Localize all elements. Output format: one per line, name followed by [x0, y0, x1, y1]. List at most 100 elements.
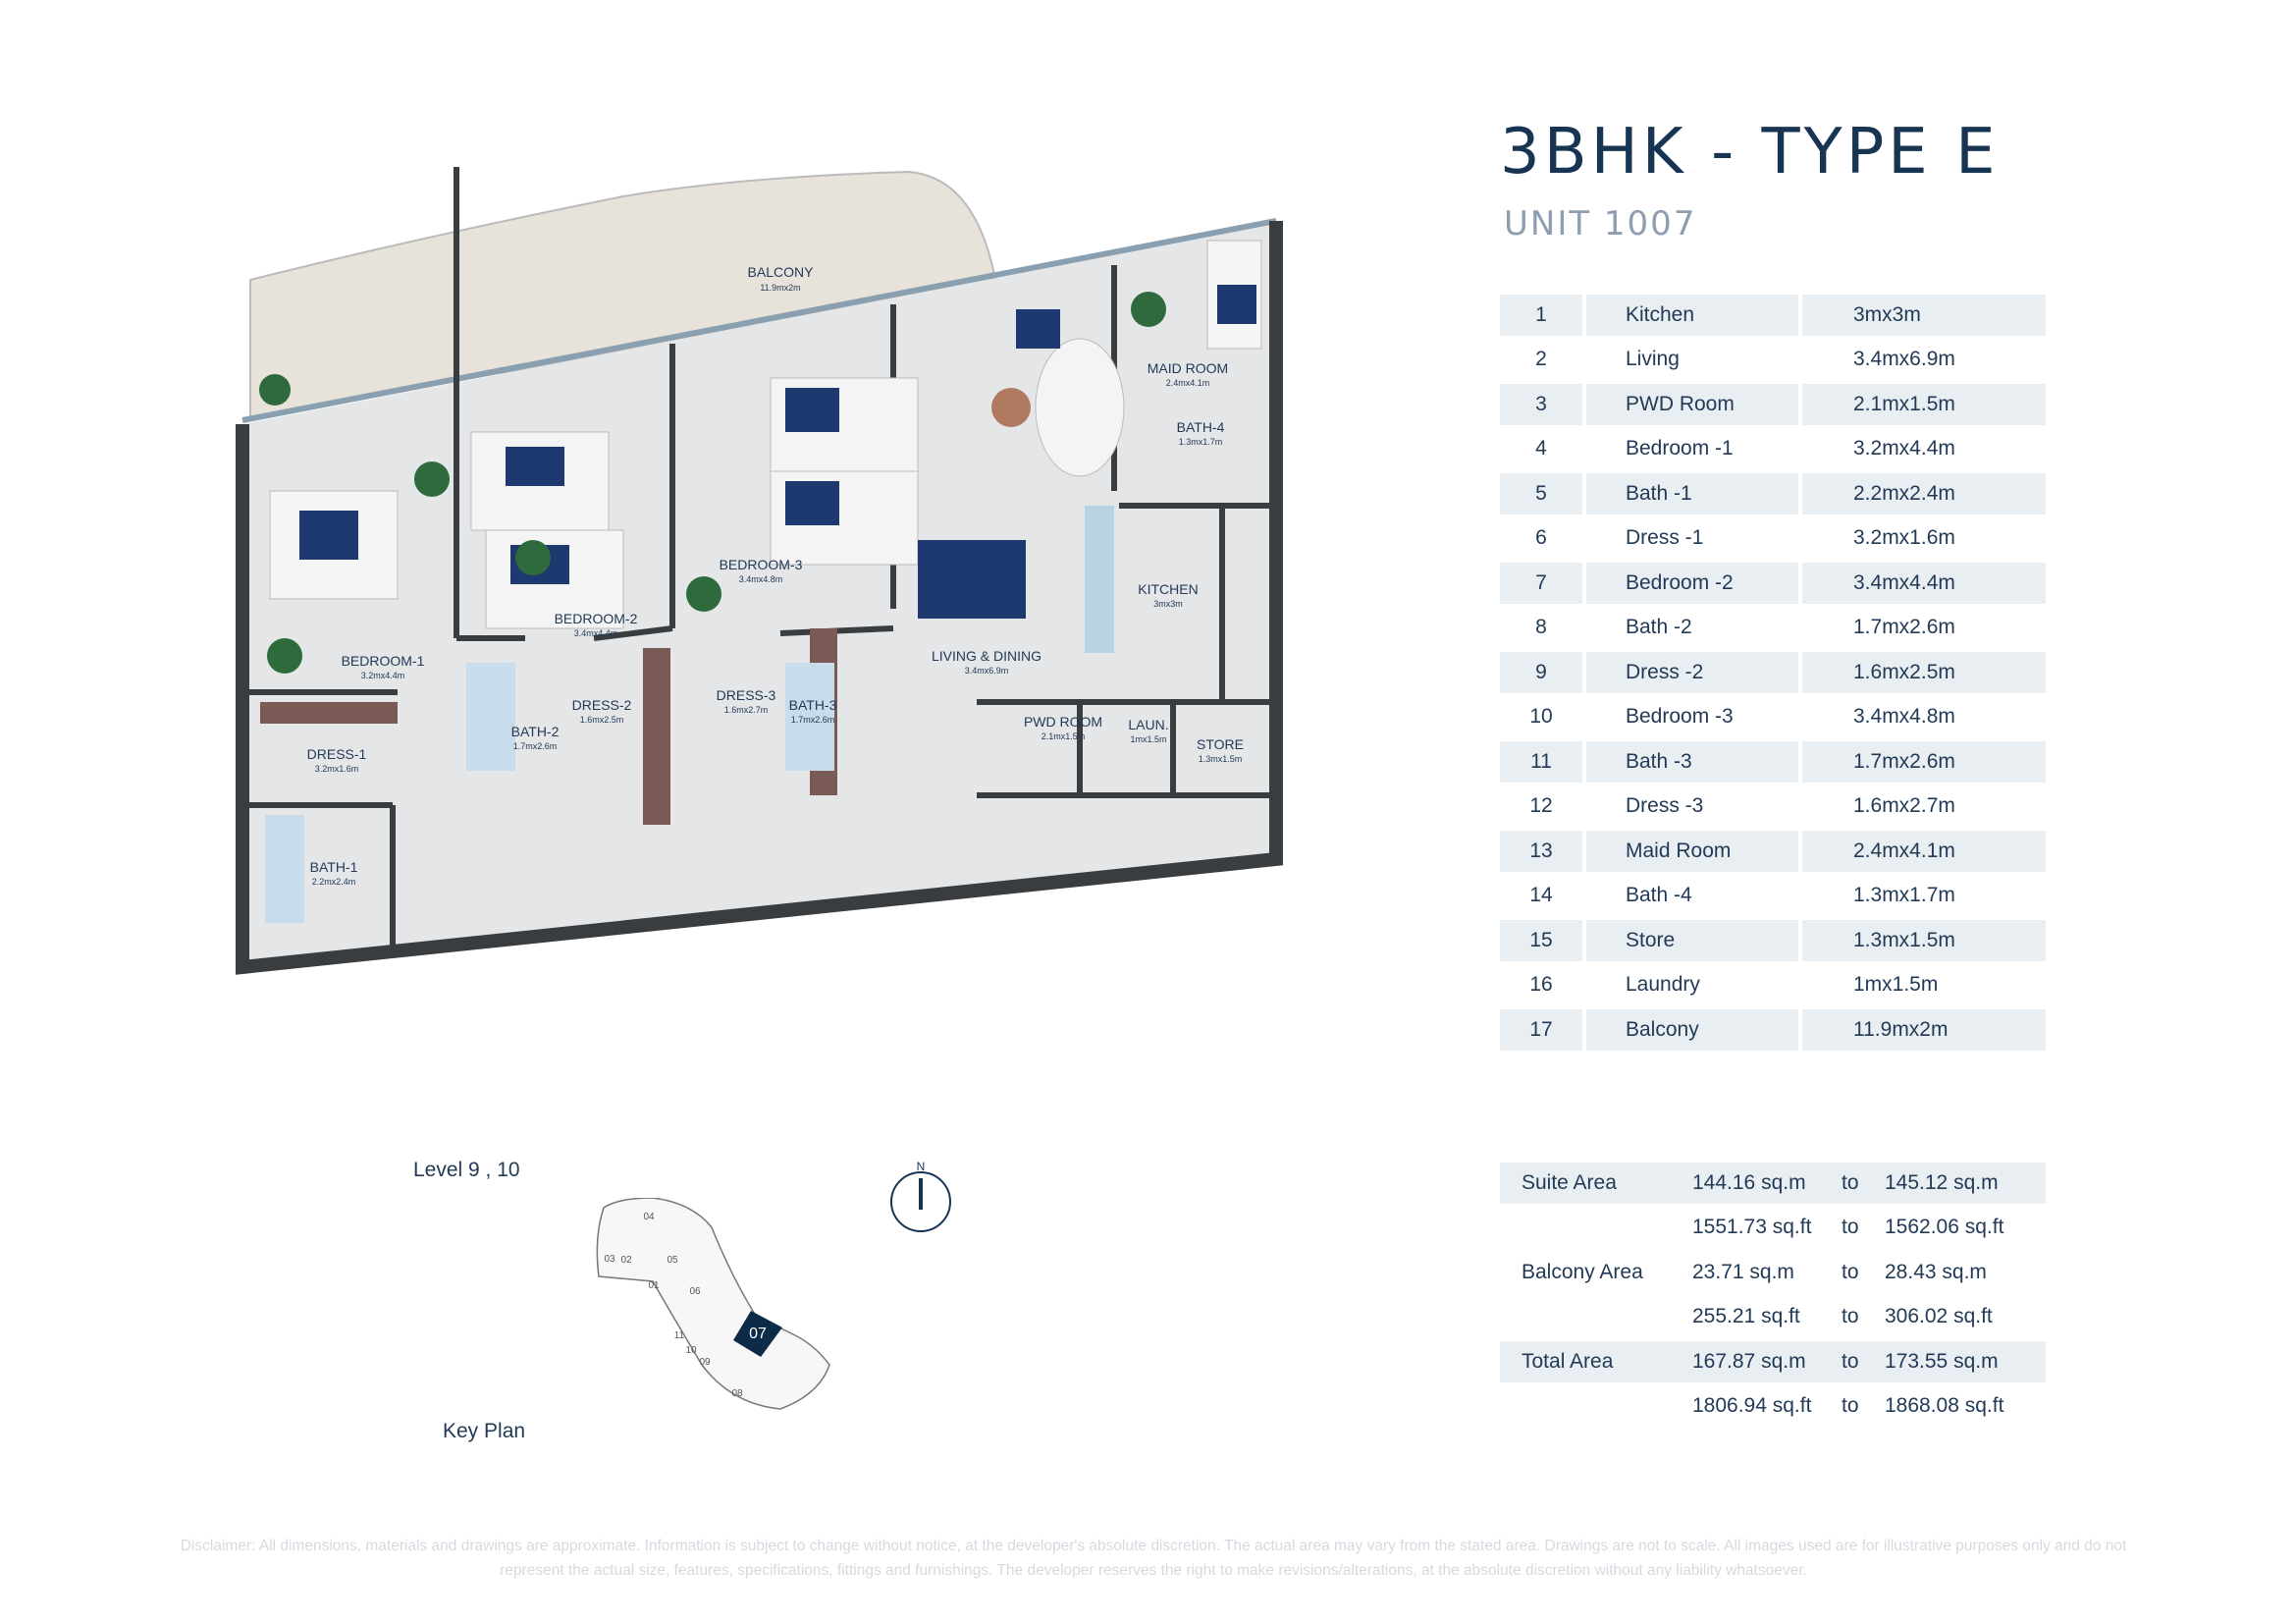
key-plan-label: Key Plan — [443, 1420, 526, 1442]
room-size: 11.9mx2m — [1802, 1009, 2046, 1051]
room-number: 8 — [1500, 607, 1586, 648]
label-maid: MAID ROOM — [1148, 360, 1228, 376]
label-bath3: BATH-3 — [789, 697, 837, 713]
label-balcony: BALCONY — [748, 264, 815, 280]
label-bed2: BEDROOM-2 — [555, 611, 638, 626]
room-name: Bath -3 — [1586, 741, 1802, 783]
label-dress3: DRESS-3 — [717, 687, 776, 703]
area-from: 23.71 sq.m — [1692, 1260, 1794, 1283]
unit-type-title: 3BHK - TYPE E — [1500, 116, 2000, 189]
plants — [259, 292, 1166, 674]
key-plan-unit-label: 02 — [620, 1255, 632, 1266]
area-label: Total Area — [1500, 1341, 1692, 1382]
room-number: 10 — [1500, 696, 1586, 737]
area-to-word: to — [1842, 1260, 1859, 1283]
compass: N — [886, 1159, 955, 1242]
room-size: 1.3mx1.5m — [1802, 920, 2046, 961]
area-to-word: to — [1842, 1305, 1859, 1328]
room-name: Laundry — [1586, 964, 1802, 1005]
room-size: 1.7mx2.6m — [1802, 741, 2046, 783]
size-laun: 1mx1.5m — [1130, 734, 1166, 744]
room-number: 12 — [1500, 785, 1586, 827]
room-name: Bath -2 — [1586, 607, 1802, 648]
room-name: Bath -1 — [1586, 473, 1802, 514]
room-size: 1mx1.5m — [1853, 973, 1939, 997]
area-label — [1500, 1386, 1692, 1428]
glazing-line — [241, 218, 1277, 423]
label-bath2: BATH-2 — [511, 724, 560, 739]
room-name: Bedroom -3 — [1586, 696, 1802, 737]
size-bath1: 2.2mx2.4m — [312, 877, 356, 887]
area-from: 1551.73 sq.ft — [1692, 1216, 1812, 1239]
room-number: 9 — [1500, 652, 1586, 693]
area-to-word: to — [1842, 1341, 1885, 1382]
room-number: 4 — [1500, 428, 1586, 469]
room-number: 6 — [1500, 517, 1586, 559]
label-bath1: BATH-1 — [310, 859, 358, 875]
size-pwd: 2.1mx1.5m — [1041, 731, 1086, 741]
room-name: Bath -4 — [1586, 875, 1802, 916]
key-plan-unit-label: 08 — [731, 1388, 743, 1399]
room-name: Store — [1586, 920, 1802, 961]
key-plan-unit-label: 01 — [648, 1280, 660, 1291]
room-size: 3.2mx4.4m — [1853, 437, 1955, 460]
label-dress1: DRESS-1 — [307, 746, 367, 762]
room-name: Maid Room — [1586, 831, 1802, 872]
area-to: 173.55 sq.m — [1885, 1341, 2046, 1382]
label-bed1: BEDROOM-1 — [342, 653, 425, 669]
key-plan-unit-label: 09 — [699, 1357, 711, 1368]
area-from: 167.87 sq.m — [1692, 1341, 1842, 1382]
floor-plan: BALCONY 11.9mx2m MAID ROOM 2.4mx4.1m BAT… — [231, 167, 1301, 997]
label-bed3: BEDROOM-3 — [720, 557, 803, 572]
room-size: 1.6mx2.7m — [1853, 794, 1955, 818]
room-size: 3.4mx4.4m — [1802, 563, 2046, 604]
area-to: 28.43 sq.m — [1885, 1260, 1987, 1283]
label-living: LIVING & DINING — [932, 648, 1041, 664]
size-balcony: 11.9mx2m — [760, 283, 800, 293]
label-pwd: PWD ROOM — [1024, 714, 1102, 730]
label-bath4: BATH-4 — [1177, 419, 1225, 435]
key-plan-unit-label: 05 — [667, 1255, 678, 1266]
area-to: 306.02 sq.ft — [1885, 1305, 1993, 1328]
label-kitchen: KITCHEN — [1138, 581, 1198, 597]
key-plan-unit-label: 03 — [604, 1254, 615, 1265]
size-living: 3.4mx6.9m — [965, 666, 1009, 676]
size-bed3: 3.4mx4.8m — [739, 574, 783, 584]
key-plan-unit-label: 06 — [689, 1286, 701, 1297]
key-plan-outline — [596, 1197, 830, 1410]
room-name: Bedroom -2 — [1586, 563, 1802, 604]
room-number: 3 — [1500, 384, 1586, 425]
area-label — [1500, 1297, 1692, 1338]
room-name: Bedroom -1 — [1586, 428, 1802, 469]
key-plan-unit-highlight — [733, 1311, 782, 1357]
room-number: 15 — [1500, 920, 1586, 961]
room-number: 17 — [1500, 1009, 1586, 1051]
size-dress1: 3.2mx1.6m — [315, 764, 359, 774]
room-name: PWD Room — [1586, 384, 1802, 425]
room-name: Dress -2 — [1586, 652, 1802, 693]
room-size: 2.1mx1.5m — [1802, 384, 2046, 425]
room-number: 13 — [1500, 831, 1586, 872]
area-to: 1868.08 sq.ft — [1885, 1394, 2004, 1418]
size-dress2: 1.6mx2.5m — [580, 715, 624, 725]
room-number: 5 — [1500, 473, 1586, 514]
room-number: 16 — [1500, 964, 1586, 1005]
room-number: 14 — [1500, 875, 1586, 916]
room-size: 1.7mx2.6m — [1853, 616, 1955, 639]
